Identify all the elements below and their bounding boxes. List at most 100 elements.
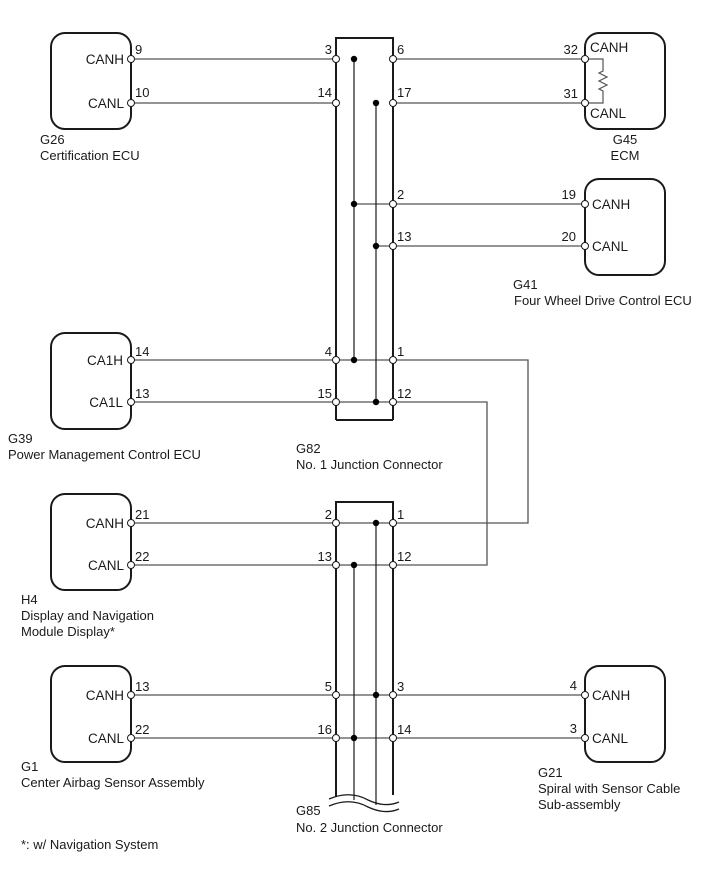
pin-terminal	[581, 99, 589, 107]
g85-pin-left: 16	[318, 722, 332, 737]
pin-terminals	[127, 55, 589, 742]
pin-terminal	[581, 734, 589, 742]
footnote: *: w/ Navigation System	[21, 837, 158, 852]
g45-signal-canh: CANH	[590, 40, 628, 55]
pin-terminal	[389, 55, 397, 63]
splice	[350, 734, 358, 742]
h4-pin-canl: 22	[135, 549, 149, 564]
h4-name-line1: Display and Navigation	[21, 608, 154, 623]
g1-code: G1	[21, 759, 38, 774]
g39-pin-ca1h: 14	[135, 344, 149, 359]
pin-terminal	[332, 561, 340, 569]
pin-terminal	[332, 734, 340, 742]
g41-pin-canh: 19	[562, 187, 576, 202]
g85-break-wave-lower	[328, 801, 400, 813]
pin-terminal	[332, 356, 340, 364]
g26-code: G26	[40, 132, 65, 147]
splice	[350, 55, 358, 63]
pin-terminal	[581, 200, 589, 208]
splice	[350, 200, 358, 208]
h4-signal-canh: CANH	[86, 516, 124, 531]
pin-terminal	[127, 519, 135, 527]
pin-terminal	[581, 691, 589, 699]
g45-pin-canl: 31	[564, 86, 578, 101]
pin-terminal	[332, 691, 340, 699]
pin-terminal	[389, 99, 397, 107]
pin-terminal	[389, 561, 397, 569]
pin-terminal	[127, 734, 135, 742]
g85-pin-right: 1	[397, 507, 404, 522]
g82-pin-right: 6	[397, 42, 404, 57]
pin-terminal	[127, 99, 135, 107]
g41-signal-canh: CANH	[592, 197, 630, 212]
g26-pin-canh: 9	[135, 42, 142, 57]
pin-terminal	[127, 561, 135, 569]
g26-pin-canl: 10	[135, 85, 149, 100]
ecu-g21-box	[584, 665, 666, 763]
g39-signal-ca1l: CA1L	[89, 395, 123, 410]
g1-pin-canl: 22	[135, 722, 149, 737]
g41-signal-canl: CANL	[592, 239, 629, 254]
splice	[372, 398, 380, 406]
pin-terminal	[332, 99, 340, 107]
splice	[372, 99, 380, 107]
pin-terminal	[389, 242, 397, 250]
pin-terminal	[389, 519, 397, 527]
g1-signal-canh: CANH	[86, 688, 124, 703]
g26-signal-canl: CANL	[88, 96, 125, 111]
g82-pin-right: 12	[397, 386, 411, 401]
junction-connector-g82	[335, 37, 394, 421]
g82-pin-right: 1	[397, 344, 404, 359]
g39-signal-ca1h: CA1H	[87, 353, 123, 368]
g82-pin-left: 15	[318, 386, 332, 401]
ecu-g39-box	[50, 332, 132, 430]
pin-terminal	[127, 398, 135, 406]
pin-terminal	[581, 55, 589, 63]
g85-name: No. 2 Junction Connector	[296, 820, 443, 835]
splice	[350, 356, 358, 364]
g21-signal-canl: CANL	[592, 731, 629, 746]
h4-signal-canl: CANL	[88, 558, 125, 573]
g82-pin-right: 17	[397, 85, 411, 100]
g82-pin-left: 4	[325, 344, 332, 359]
g39-pin-ca1l: 13	[135, 386, 149, 401]
g26-signal-canh: CANH	[86, 52, 124, 67]
splice	[372, 691, 380, 699]
g45-signal-canl: CANL	[590, 106, 627, 121]
g1-pin-canh: 13	[135, 679, 149, 694]
pin-terminal	[581, 242, 589, 250]
h4-name-line2: Module Display*	[21, 624, 115, 639]
ecu-h4-box	[50, 493, 132, 591]
g1-signal-canl: CANL	[88, 731, 125, 746]
g41-pin-canl: 20	[562, 229, 576, 244]
g82-code: G82	[296, 441, 321, 456]
pin-terminal	[389, 691, 397, 699]
g82-pin-right: 2	[397, 187, 404, 202]
pin-terminal	[332, 519, 340, 527]
g82-pin-right: 13	[397, 229, 411, 244]
g21-pin-canl: 3	[570, 721, 577, 736]
wires	[131, 58, 585, 739]
g85-pin-left: 2	[325, 507, 332, 522]
g21-signal-canh: CANH	[592, 688, 630, 703]
g85-break-wave-upper	[328, 794, 400, 806]
splice	[372, 519, 380, 527]
wire-g82-12-to-g85-12	[393, 401, 488, 566]
junction-connector-g85	[328, 501, 400, 813]
wire-g82-1-to-g85-1	[393, 359, 529, 524]
pin-terminal	[332, 398, 340, 406]
g82-frame-top	[335, 37, 394, 59]
pin-terminal	[389, 398, 397, 406]
ecu-g41-box	[584, 178, 666, 276]
pin-terminal	[332, 55, 340, 63]
pin-terminal	[389, 356, 397, 364]
g21-name-line1: Spiral with Sensor Cable	[538, 781, 680, 796]
ecu-g1-box	[50, 665, 132, 763]
ecu-g45-box	[584, 32, 666, 130]
pin-terminal	[389, 200, 397, 208]
splice	[372, 242, 380, 250]
g26-name: Certification ECU	[40, 148, 140, 163]
pin-terminal	[389, 734, 397, 742]
g82-pin-left: 14	[318, 85, 332, 100]
